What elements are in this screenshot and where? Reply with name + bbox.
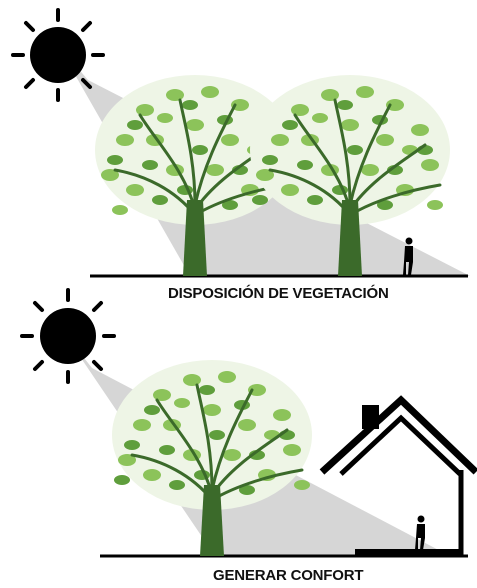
tree-branches — [268, 98, 442, 217]
person-icon — [403, 237, 413, 275]
sun-icon — [20, 288, 116, 384]
tree-canopy — [250, 75, 450, 225]
house-icon — [319, 395, 477, 556]
house-roof-inner — [339, 414, 462, 476]
panel-top — [11, 8, 470, 278]
caption-vegetation-layout: DISPOSICIÓN DE VEGETACIÓN — [168, 285, 389, 302]
tree — [112, 360, 312, 556]
house-roof-outer — [319, 395, 477, 475]
panel-bottom — [20, 288, 477, 558]
tree — [250, 75, 450, 276]
tree-trunk — [183, 200, 207, 276]
tree-trunk — [338, 200, 362, 276]
tree-trunk — [200, 485, 224, 556]
tree-branches — [130, 383, 304, 502]
tree-canopy — [112, 360, 312, 510]
caption-generate-comfort: GENERAR CONFORT — [213, 567, 364, 584]
person-icon — [415, 515, 425, 550]
sun-icon — [11, 8, 105, 102]
